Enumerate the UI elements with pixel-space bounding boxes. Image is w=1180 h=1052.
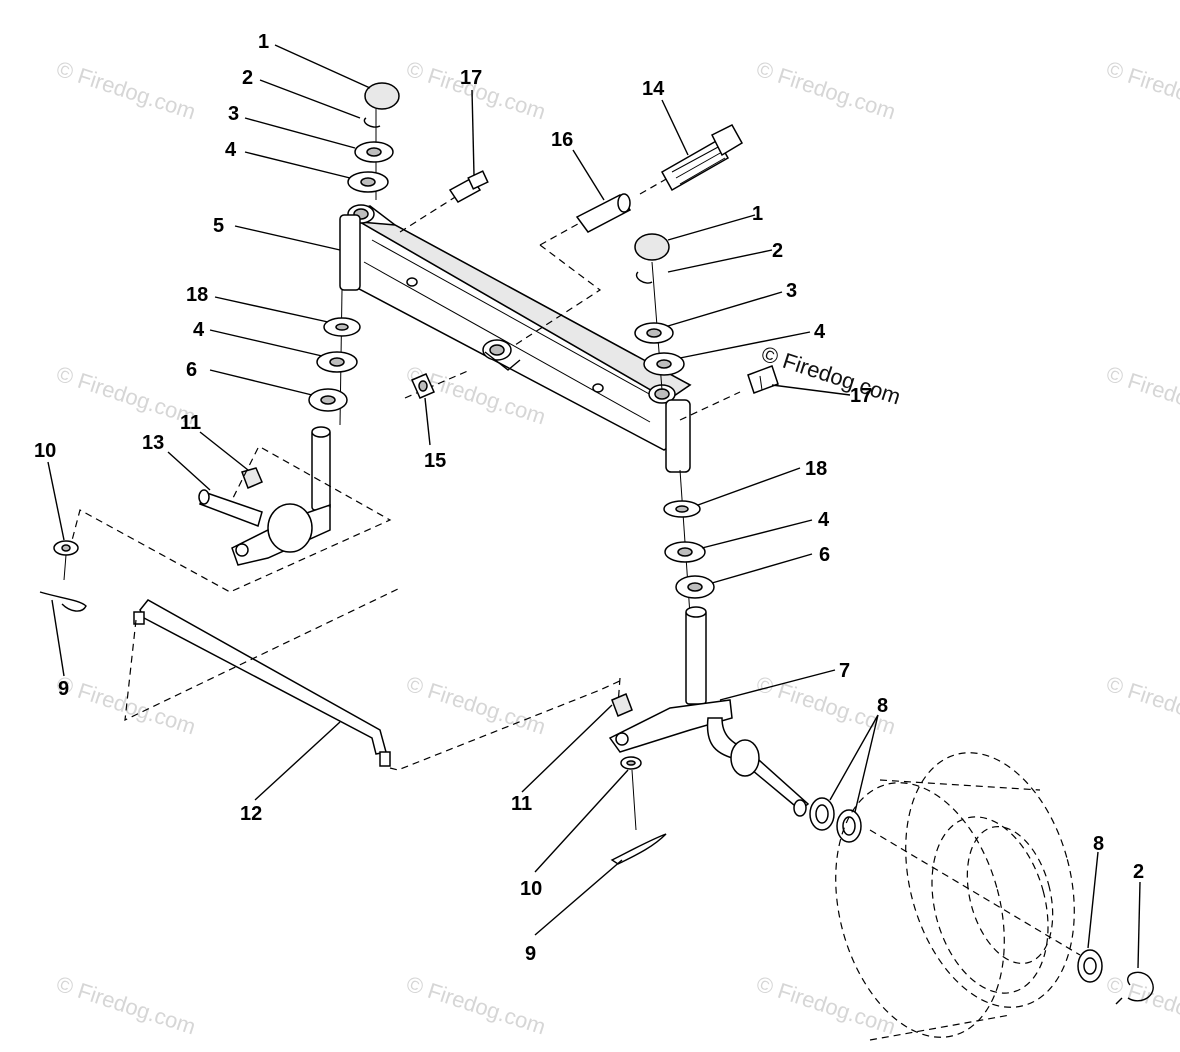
left-stack (308, 82, 400, 426)
callout-15: 15 (424, 450, 446, 472)
watermark-11: © Firedog.com (1103, 671, 1180, 739)
callout-3-right: 3 (786, 280, 797, 302)
watermark-4: © Firedog.com (1103, 56, 1180, 124)
callout-10-left: 10 (34, 440, 56, 462)
callout-6-left: 6 (186, 359, 197, 381)
watermark-7: © Firedog.com (1103, 361, 1180, 429)
callout-labels: 1 2 3 4 5 18 4 6 17 16 14 15 1 2 3 4 17 … (34, 31, 1144, 965)
callout-17-right: 17 (850, 385, 872, 407)
callout-9-bottom: 9 (525, 943, 536, 965)
callout-4-left: 4 (193, 319, 205, 341)
pivot-parts (399, 124, 779, 421)
callout-16: 16 (551, 129, 573, 151)
callout-4-right: 4 (818, 509, 830, 531)
callout-11-left: 11 (180, 412, 201, 434)
watermark-1: © Firedog.com (53, 56, 198, 124)
callout-2-top-left: 2 (242, 67, 253, 89)
callout-1-top-left: 1 (258, 31, 269, 53)
left-spindle (39, 426, 392, 612)
watermark-12: © Firedog.com (53, 971, 198, 1039)
callout-4-top-left: 4 (225, 139, 237, 161)
callout-7: 7 (839, 660, 850, 682)
right-spindle (608, 606, 862, 865)
watermark-14: © Firedog.com (753, 971, 898, 1039)
callout-17-top: 17 (460, 67, 482, 89)
callout-2-right: 2 (772, 240, 783, 262)
callout-12: 12 (240, 803, 262, 825)
wheel (835, 752, 1154, 1041)
watermark-9: © Firedog.com (403, 671, 548, 739)
callout-8-right: 8 (1093, 833, 1104, 855)
callout-6-right: 6 (819, 544, 830, 566)
callout-13: 13 (142, 432, 164, 454)
callout-18-left: 18 (186, 284, 208, 306)
tie-rod (124, 587, 623, 771)
watermark-5: © Firedog.com (53, 361, 198, 429)
leader-lines (47, 44, 1141, 969)
watermark-13: © Firedog.com (403, 971, 548, 1039)
callout-1-right: 1 (752, 203, 763, 225)
callout-2-bottom: 2 (1133, 861, 1144, 883)
callout-3-top-left: 3 (228, 103, 239, 125)
watermark-3: © Firedog.com (753, 56, 898, 124)
callout-14: 14 (642, 78, 665, 100)
right-stack (634, 233, 715, 616)
watermark-15: © Firedog.com (1103, 971, 1180, 1039)
callout-4-right-top: 4 (814, 321, 826, 343)
axle-beam (339, 204, 692, 473)
watermark-overlay: © Firedog.com (758, 341, 903, 409)
callout-11-bottom: 11 (511, 793, 532, 815)
callout-5: 5 (213, 215, 224, 237)
callout-10-bottom: 10 (520, 878, 542, 900)
callout-18-right: 18 (805, 458, 827, 480)
callout-8-center: 8 (877, 695, 888, 717)
callout-9-left: 9 (58, 678, 69, 700)
